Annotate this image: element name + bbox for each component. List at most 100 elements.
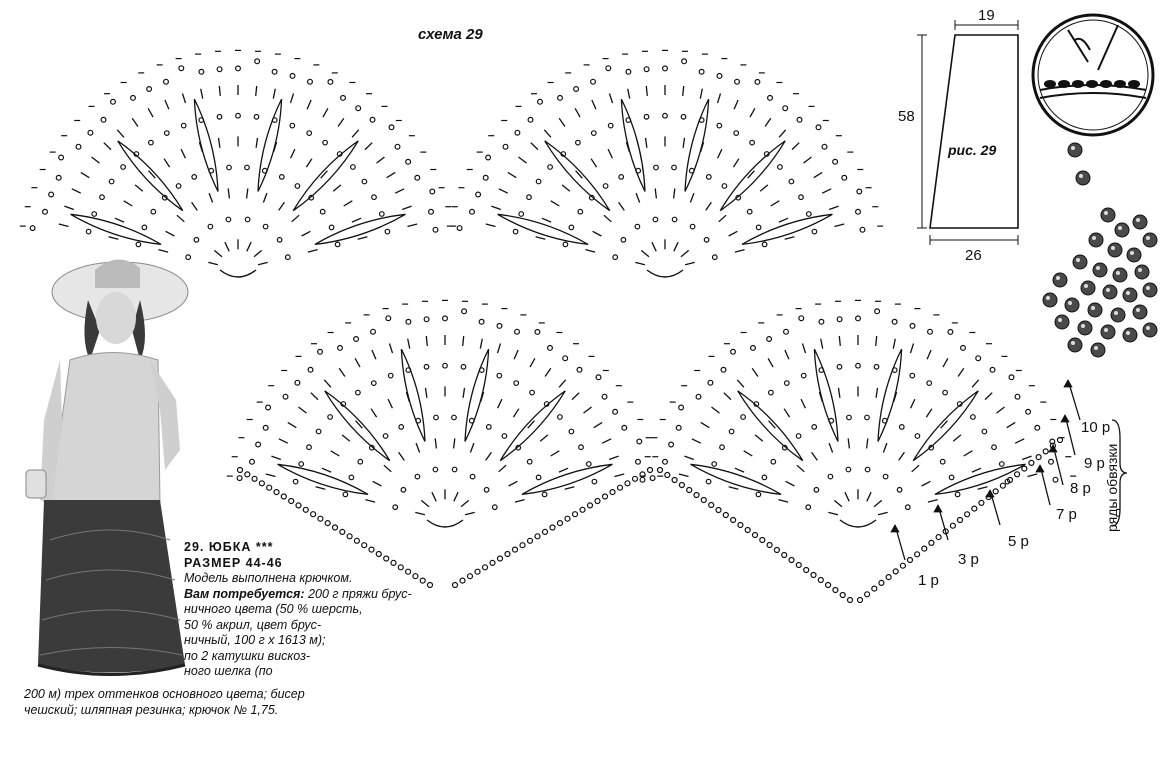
double-stitch <box>386 171 396 179</box>
chain-stitch <box>612 254 619 261</box>
double-stitch <box>464 511 475 516</box>
double-stitch <box>865 438 869 449</box>
chain-stitch <box>412 573 419 580</box>
double-stitch <box>485 451 492 461</box>
chain-stitch <box>276 236 283 243</box>
chain-stitch <box>811 424 818 430</box>
double-stitch <box>398 451 405 461</box>
chain-stitch <box>998 461 1005 467</box>
bead <box>1107 242 1123 258</box>
chain-stitch <box>656 466 664 474</box>
chain-stitch <box>575 139 581 146</box>
bead <box>1075 170 1091 186</box>
bead <box>1142 282 1158 298</box>
double-stitch <box>322 107 329 118</box>
double-stitch <box>691 438 702 444</box>
double-stitch <box>764 117 772 127</box>
double-stitch <box>784 349 790 360</box>
double-stitch <box>592 230 602 237</box>
border-chain <box>75 143 82 150</box>
double-stitch <box>682 137 686 148</box>
double-stitch <box>723 392 732 401</box>
border-chain <box>475 191 482 198</box>
double-stitch <box>134 184 144 192</box>
border-chain <box>405 158 412 165</box>
pineapple-petal <box>684 98 710 192</box>
double-stitch <box>785 480 795 487</box>
double-stitch <box>323 379 332 388</box>
border-chain <box>556 94 563 101</box>
chain-stitch <box>557 414 563 420</box>
bead-highlight <box>1056 276 1060 280</box>
fan-motif <box>639 299 1077 528</box>
row-8-label: 8 р <box>1070 480 1091 497</box>
chain-stitch <box>564 515 571 522</box>
double-stitch <box>682 85 685 96</box>
border-chain <box>854 315 861 322</box>
double-stitch <box>158 248 169 253</box>
chain-stitch <box>485 424 492 430</box>
chain-stitch <box>348 474 355 481</box>
pineapple-petal <box>464 348 490 442</box>
double-stitch <box>672 188 676 199</box>
chain-stitch <box>451 466 458 473</box>
chain-stitch <box>284 254 291 261</box>
chain-stitch <box>328 224 335 231</box>
bead <box>1122 327 1138 343</box>
border-chain <box>432 226 439 233</box>
fan-motif <box>19 49 457 278</box>
double-stitch <box>877 511 888 516</box>
double-stitch <box>614 473 625 478</box>
chain-stitch <box>460 363 467 370</box>
double-stitch <box>601 438 612 444</box>
double-stitch <box>543 129 552 138</box>
double-stitch <box>705 201 712 211</box>
edge-chain-row <box>236 466 434 589</box>
bead <box>1110 307 1126 323</box>
border-chain <box>478 318 485 325</box>
double-stitch <box>527 420 535 429</box>
border-chain <box>236 475 243 482</box>
crochet-hook-icon <box>1031 13 1155 137</box>
border-chain <box>1008 374 1015 381</box>
double-stitch <box>716 93 722 104</box>
bead-highlight <box>1068 301 1072 305</box>
border-chain <box>442 315 449 322</box>
border-chain <box>485 154 492 161</box>
fan-base <box>426 519 464 528</box>
double-stitch <box>498 464 507 473</box>
double-stitch <box>544 367 552 377</box>
bead <box>1067 142 1083 158</box>
chain-stitch <box>535 178 542 185</box>
border-chain <box>534 328 541 335</box>
chain-stitch <box>805 211 812 217</box>
chain-stitch <box>147 139 154 146</box>
desc-line-9: чешский; шляпная резинка; крючок № 1,75. <box>24 703 279 717</box>
double-stitch <box>265 473 276 478</box>
bead-highlight <box>1126 331 1130 335</box>
chain-stitch <box>236 466 244 474</box>
bead-highlight <box>1071 146 1075 150</box>
pineapple-petal <box>292 140 359 212</box>
bead-highlight <box>1114 311 1118 315</box>
double-stitch <box>921 480 931 487</box>
chain-stitch <box>885 573 892 581</box>
border-chain <box>975 355 982 362</box>
chain-stitch <box>504 550 511 558</box>
chain-stitch <box>382 433 389 439</box>
border-chain <box>1014 393 1021 400</box>
border-chain <box>235 65 242 72</box>
double-stitch <box>699 88 703 99</box>
chain-stitch <box>800 372 807 379</box>
bead <box>1100 207 1116 223</box>
chain-stitch <box>161 194 168 201</box>
pineapple-petal <box>912 390 979 462</box>
chain-stitch <box>939 458 946 465</box>
chain-stitch <box>755 491 762 498</box>
double-stitch <box>278 438 289 444</box>
border-chain <box>1025 408 1032 415</box>
bead-highlight <box>1146 286 1150 290</box>
border-chain <box>605 65 612 72</box>
chain-stitch <box>846 596 854 604</box>
item-title: 29. ЮБКА *** <box>184 540 274 554</box>
